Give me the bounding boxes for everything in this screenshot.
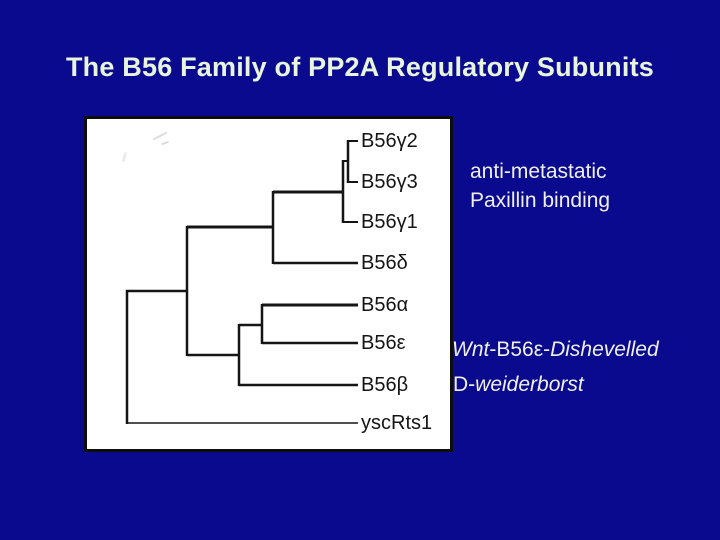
leaf-label-b56-epsilon: B56ε [361, 332, 406, 354]
leaf-label-b56-gamma2: B56γ2 [361, 130, 418, 152]
leaf-label-b56-alpha: B56α [361, 294, 409, 316]
leaf-label-b56-delta: B56δ [361, 252, 408, 274]
leaf-label-yscrts1: yscRts1 [361, 412, 433, 434]
annotation-wnt-segment: Wnt [452, 338, 490, 361]
annotation-d-weiderborst: D-weiderborst [453, 373, 584, 397]
leaf-label-b56-gamma1: B56γ1 [361, 211, 418, 233]
slide-title: The B56 Family of PP2A Regulatory Subuni… [65, 52, 654, 82]
annotation-paxillin-binding: Paxillin binding [470, 189, 611, 212]
annotation-dishevelled-segment: Dishevelled [550, 338, 659, 361]
leaf-label-b56-beta: B56β [361, 374, 409, 396]
leaf-label-b56-gamma3: B56γ3 [361, 171, 418, 193]
annotation-wnt-dishevelled: Wnt-B56ε-Dishevelled [452, 338, 659, 362]
dendrogram-lines [125, 140, 358, 424]
annotation-gamma-functions: anti-metastatic Paxillin binding [470, 157, 610, 215]
annotation-d-prefix-segment: D- [453, 373, 476, 396]
annotation-weiderborst-segment: weiderborst [475, 373, 584, 396]
annotation-anti-metastatic: anti-metastatic [470, 160, 607, 183]
annotation-b56e-segment: -B56ε- [489, 338, 551, 361]
phylogeny-panel: B56γ2 B56γ3 B56γ1 B56δ B56α B56ε B56β ys… [84, 116, 453, 452]
